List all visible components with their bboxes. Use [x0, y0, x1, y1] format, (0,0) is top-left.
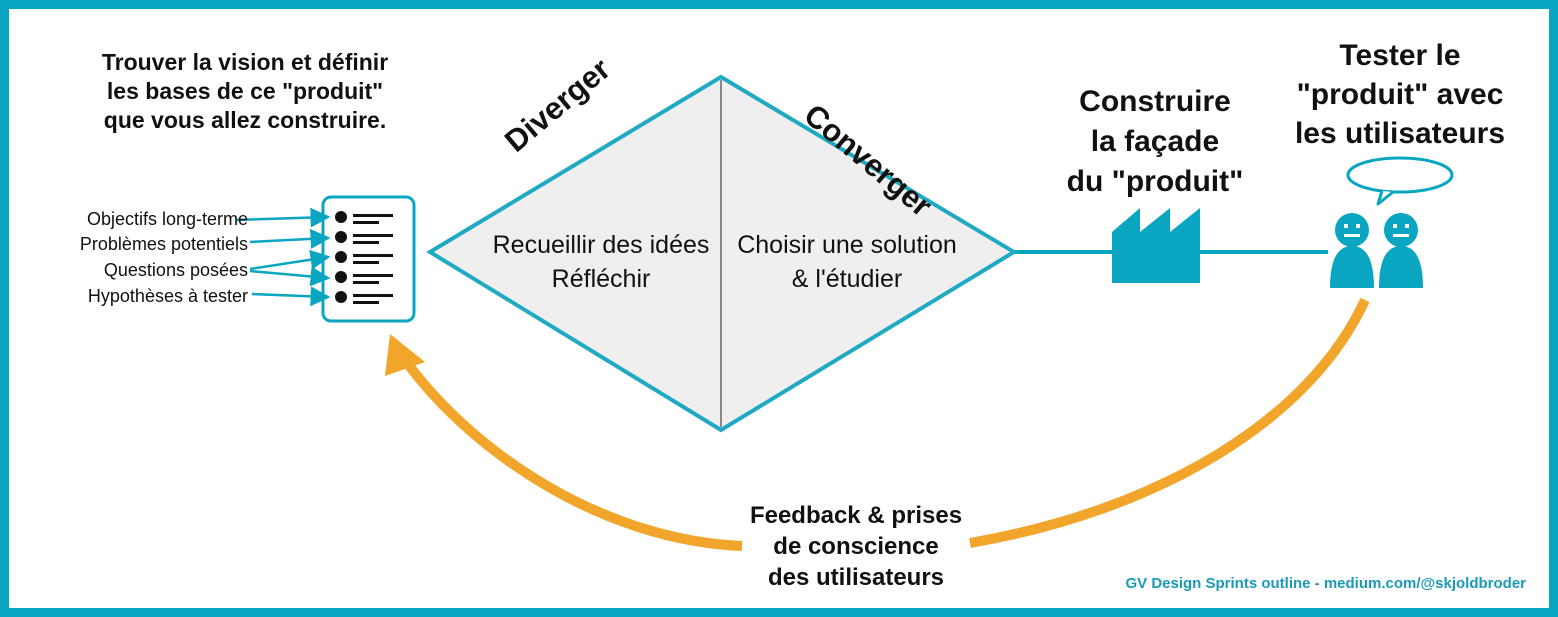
diverge-description: Recueillir des idées Réfléchir	[470, 228, 732, 296]
checklist-label-objectives: Objectifs long-terme	[86, 209, 248, 229]
diverge-line: Recueillir des idées	[492, 231, 710, 259]
feedback-line: Feedback & prises	[749, 502, 963, 529]
feedback-line: des utilisateurs	[767, 564, 945, 591]
build-line: Construire	[1079, 85, 1231, 118]
test-text: Tester le "produit" avec les utilisateur…	[1280, 36, 1520, 153]
build-line: la façade	[1090, 125, 1220, 158]
intro-line: les bases de ce "produit"	[106, 78, 384, 104]
speech-bubble-icon	[1346, 156, 1454, 206]
factory-icon	[1112, 208, 1200, 283]
feedback-line: de conscience	[773, 533, 939, 560]
test-line: Tester le	[1339, 39, 1461, 72]
converge-description: Choisir une solution & l'étudier	[722, 228, 972, 296]
test-line: les utilisateurs	[1294, 117, 1506, 150]
intro-text: Trouver la vision et définir les bases d…	[60, 48, 430, 135]
feedback-text: Feedback & prises de conscience des util…	[720, 500, 992, 593]
feedback-arrow-icon	[385, 297, 1370, 551]
checklist-icon	[321, 195, 416, 323]
intro-line: que vous allez construire.	[103, 107, 387, 133]
intro-line: Trouver la vision et définir	[101, 49, 389, 75]
build-line: du "produit"	[1066, 165, 1244, 198]
checklist-label-hypotheses: Hypothèses à tester	[87, 286, 248, 306]
checklist-label-problems: Problèmes potentiels	[79, 234, 248, 254]
converge-line: Choisir une solution	[737, 231, 957, 259]
credit-text: GV Design Sprints outline - medium.com/@…	[1125, 575, 1526, 592]
users-icon	[1330, 213, 1423, 288]
diverge-line: Réfléchir	[551, 265, 651, 293]
build-text: Construire la façade du "produit"	[1040, 82, 1270, 202]
label-arrows	[235, 207, 331, 307]
checklist-label-questions: Questions posées	[103, 260, 248, 280]
converge-line: & l'étudier	[791, 265, 903, 293]
test-line: "produit" avec	[1296, 78, 1504, 111]
